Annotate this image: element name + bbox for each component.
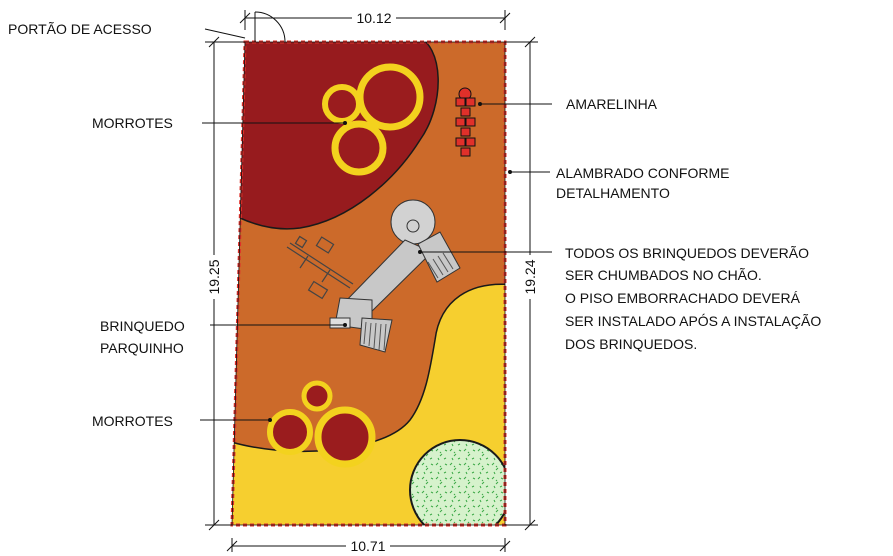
hopscotch-square [455, 117, 466, 127]
label-mounds-top: MORROTES [92, 115, 173, 131]
slide-disc [390, 199, 436, 245]
label-fence-1: ALAMBRADO CONFORME [556, 165, 729, 181]
hopscotch-square [465, 97, 476, 107]
dim-bottom: 10.71 [350, 538, 385, 554]
dim-top: 10.12 [356, 10, 391, 26]
hopscotch-square [460, 147, 471, 157]
label-note-1: TODOS OS BRINQUEDOS DEVERÃO [565, 245, 809, 261]
label-note-5: DOS BRINQUEDOS. [565, 336, 697, 352]
step-block [329, 317, 351, 329]
hopscotch-square [460, 107, 471, 117]
slide-disc-center [406, 219, 420, 233]
mounds-top [322, 63, 424, 176]
mound [322, 84, 362, 124]
dim-left: 19.25 [206, 259, 222, 294]
label-mounds-bottom: MORROTES [92, 413, 173, 429]
mound [314, 406, 376, 468]
hopscotch [455, 87, 476, 157]
label-toy-1: BRINQUEDO [100, 318, 185, 334]
hopscotch-square [465, 117, 476, 127]
leader-lines [200, 28, 552, 421]
label-note-2: SER CHUMBADOS NO CHÃO. [565, 267, 762, 283]
hopscotch-square [455, 137, 466, 147]
label-note-3: O PISO EMBORRACHADO DEVERÁ [565, 290, 801, 306]
mound [331, 120, 387, 176]
dim-right: 19.24 [522, 259, 538, 294]
gate-symbol [254, 11, 286, 43]
label-gate: PORTÃO DE ACESSO [8, 21, 152, 37]
label-hopscotch: AMARELINHA [566, 96, 658, 112]
mounds-bottom [267, 380, 376, 468]
label-toy-2: PARQUINHO [100, 340, 184, 356]
mound [301, 380, 333, 412]
label-note-4: SER INSTALADO APÓS A INSTALAÇÃO [565, 313, 821, 329]
hopscotch-square [460, 127, 471, 137]
mound [267, 409, 313, 455]
mound [356, 63, 424, 131]
grass-area [409, 439, 505, 525]
play-structure [286, 199, 461, 353]
hopscotch-square [465, 137, 476, 147]
label-fence-2: DETALHAMENTO [556, 185, 670, 201]
hopscotch-square [455, 97, 466, 107]
